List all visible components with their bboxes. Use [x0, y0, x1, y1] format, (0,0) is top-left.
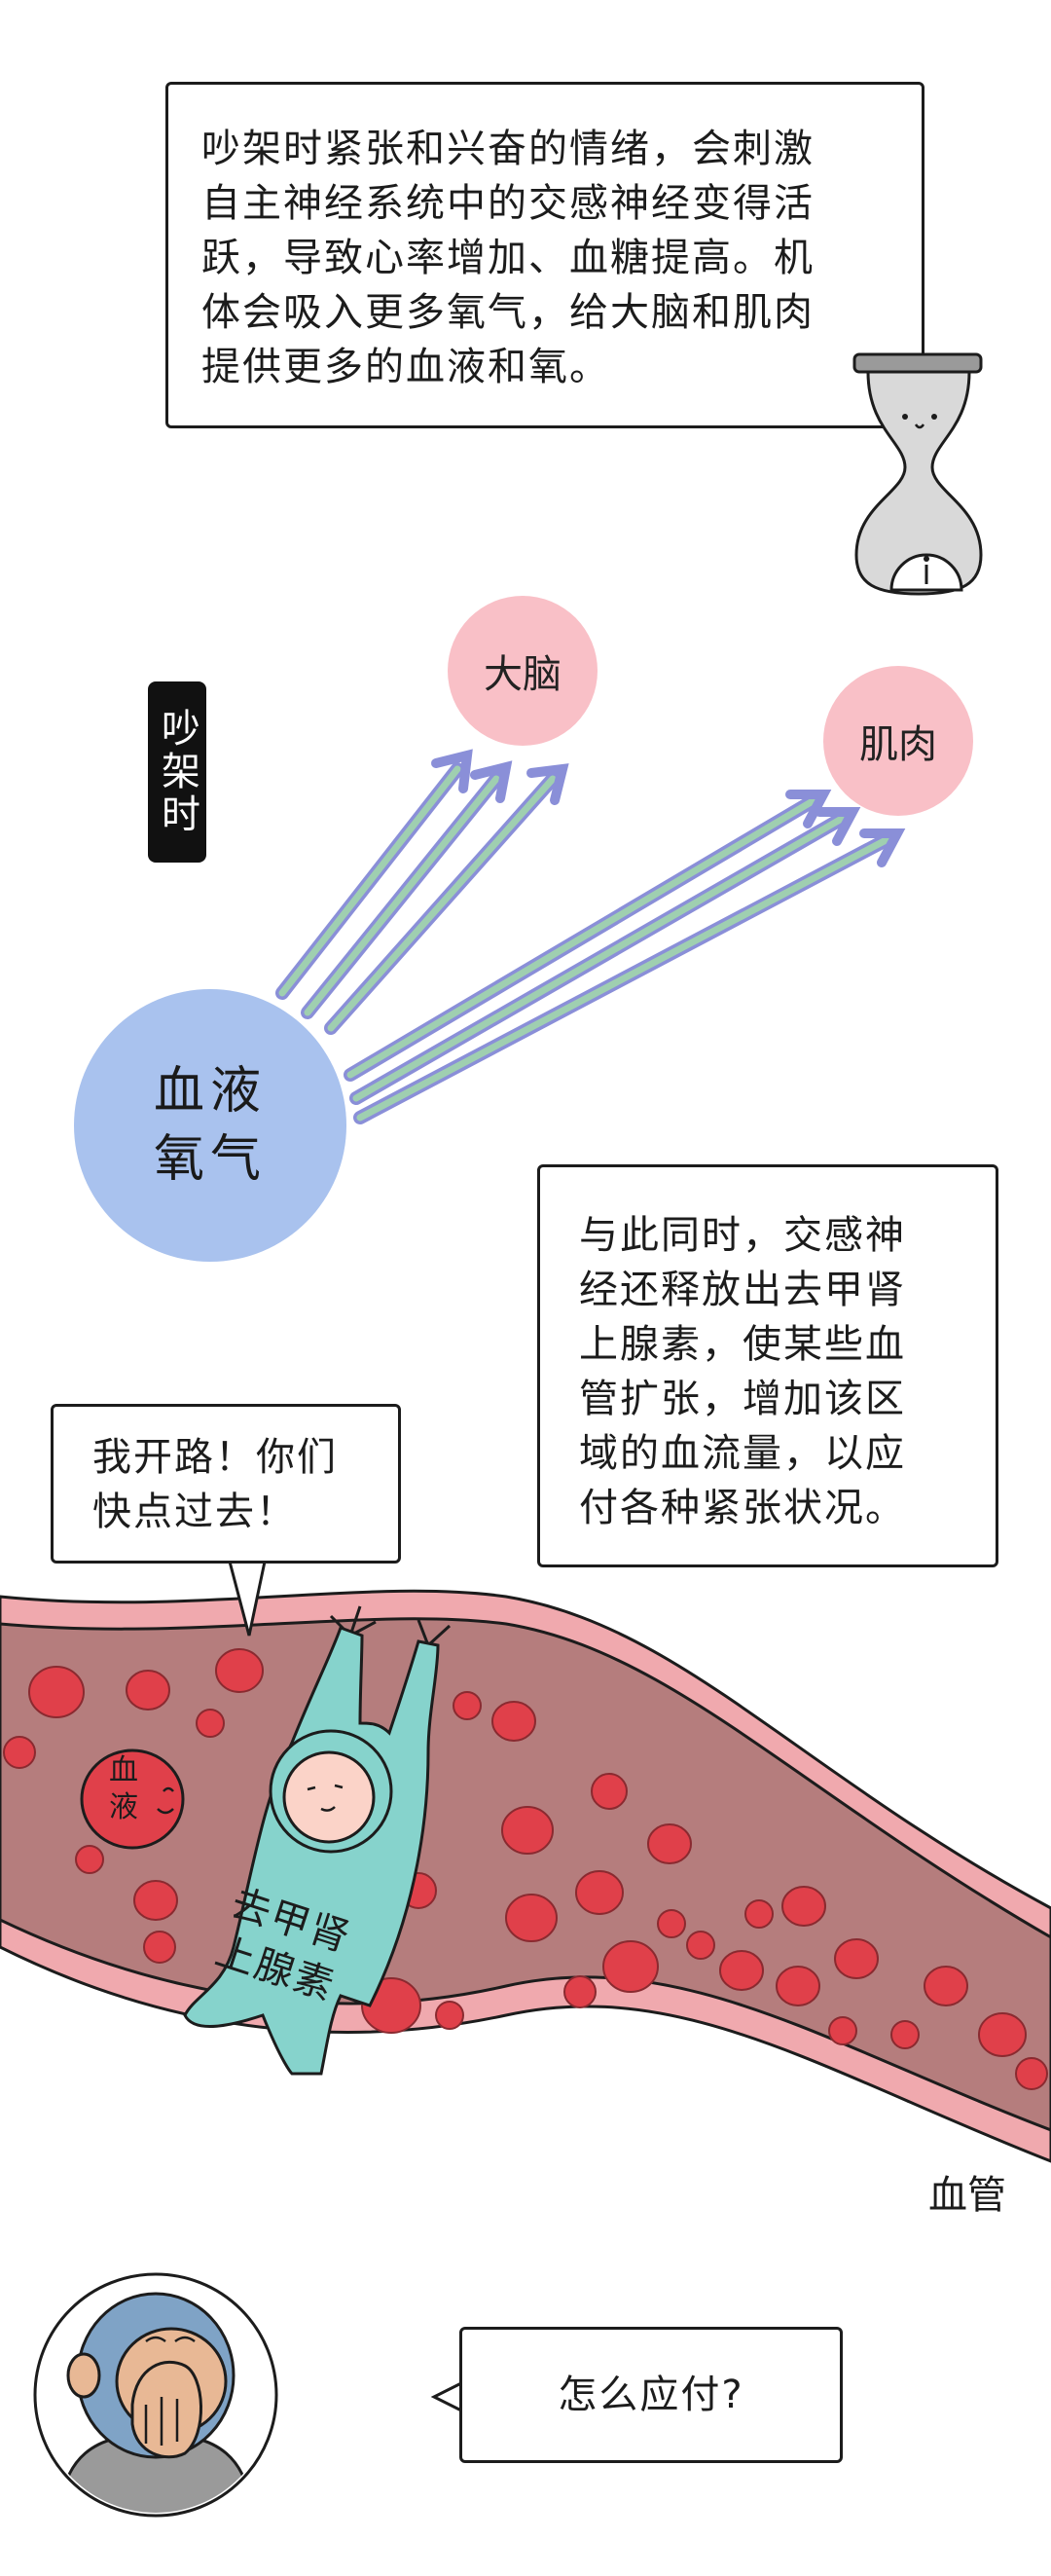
right-text-line: 付各种紧张状况。 [579, 1486, 906, 1530]
arrow-to-brain-group [275, 749, 569, 1035]
oxygen-label: 氧气 [153, 1130, 267, 1189]
top-text-line: 自主神经系统中的交感神经变得活 [201, 181, 815, 226]
blood-cell-label-line: 血 [109, 1753, 138, 1787]
hourglass-figure-icon [852, 352, 983, 596]
right-text-line: 经还释放出去甲肾 [579, 1268, 906, 1312]
muscle-label: 肌肉 [859, 722, 937, 767]
arrow-to-muscle-group [344, 790, 906, 1124]
question-bubble: 怎么应付? [459, 2327, 843, 2463]
speech-bubble: 我开路！你们 快点过去！ [51, 1404, 401, 1564]
noradrenaline-character [183, 1605, 452, 2076]
blood-vessel [0, 1589, 1051, 2163]
question-text: 怎么应付? [558, 2373, 744, 2417]
blood-label: 血液 [153, 1062, 267, 1121]
monkey-avatar-icon [33, 2272, 278, 2518]
blood-cell-label: 血 液 [109, 1752, 138, 1826]
right-text-line: 上腺素，使某些血 [579, 1322, 906, 1367]
top-text-line: 跃，导致心率增加、血糖提高。机 [201, 236, 815, 280]
right-text-line: 域的血流量，以应 [579, 1431, 906, 1476]
speech-line: 快点过去！ [92, 1490, 297, 1534]
scene-tag: 吵架时 [148, 681, 206, 863]
speech-line: 我开路！你们 [92, 1435, 338, 1480]
brain-node: 大脑 [448, 596, 598, 746]
top-explanation-box: 吵架时紧张和兴奋的情绪，会刺激 自主神经系统中的交感神经变得活 跃，导致心率增加… [165, 82, 924, 428]
right-text-line: 与此同时，交感神 [579, 1213, 906, 1258]
vessel-label: 血管 [928, 2173, 1006, 2218]
right-explanation-box: 与此同时，交感神 经还释放出去甲肾 上腺素，使某些血 管扩张，增加该区 域的血流… [537, 1164, 998, 1567]
top-text-line: 吵架时紧张和兴奋的情绪，会刺激 [201, 127, 815, 171]
top-text-line: 提供更多的血液和氧。 [201, 345, 610, 389]
blood-cell-label-line: 液 [109, 1790, 138, 1824]
muscle-node: 肌肉 [823, 666, 973, 816]
brain-label: 大脑 [484, 652, 562, 697]
blood-oxygen-node: 血液 氧气 [74, 989, 346, 1262]
right-text-line: 管扩张，增加该区 [579, 1377, 906, 1421]
top-text-line: 体会吸入更多氧气，给大脑和肌肉 [201, 290, 815, 335]
